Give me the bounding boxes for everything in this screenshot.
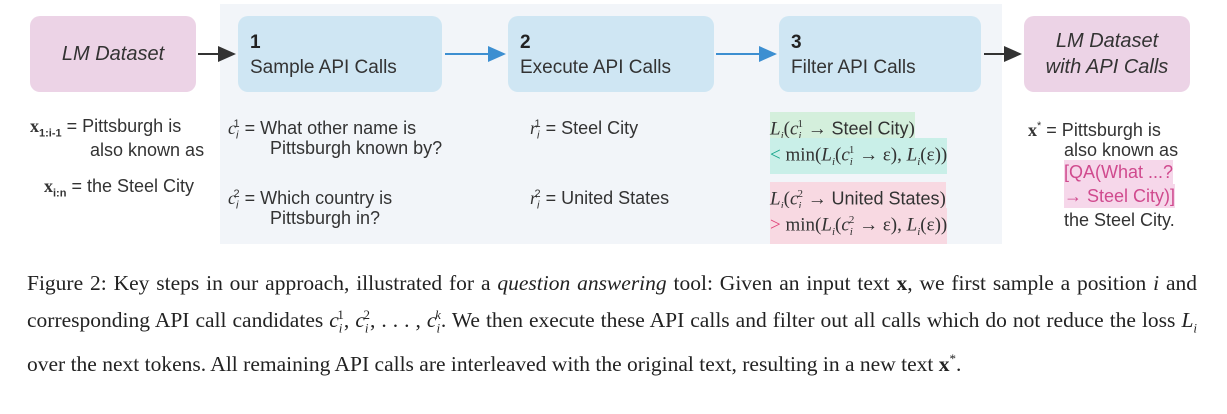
less-than-sign: < (770, 144, 781, 166)
greater-than-sign: > (770, 214, 781, 236)
step-1-label: Sample API Calls (250, 57, 397, 78)
lm-dataset-with-api-calls-box: LM Dataset with API Calls (1024, 16, 1190, 92)
api-call-1: ci1 = What other name is (228, 118, 417, 142)
api-call-2: ci2 = Which country is (228, 188, 393, 212)
step-2-number: 2 (520, 32, 531, 53)
step-2-label: Execute API Calls (520, 57, 672, 78)
step-1-box: 1 Sample API Calls (238, 16, 442, 92)
api-result-2: ri2 = United States (530, 188, 670, 212)
step-1-number: 1 (250, 32, 261, 53)
output-qa-1: [QA(What ...? (1064, 160, 1174, 184)
filter-compare-2: > min(Li(ci2 → ε), Li(ε)) (770, 208, 948, 245)
api-call-1-cont: Pittsburgh known by? (270, 138, 443, 158)
caption-label: Figure 2: (27, 271, 107, 295)
step-2-box: 2 Execute API Calls (508, 16, 714, 92)
input-suffix: xi:n = the Steel City (44, 176, 195, 200)
api-result-1: ri1 = Steel City (530, 118, 639, 142)
output-dataset-line2: with API Calls (1045, 56, 1169, 78)
step-3-label: Filter API Calls (791, 57, 916, 78)
flow-arrows (198, 46, 1022, 62)
output-text-1: x* = Pittsburgh is (1028, 120, 1161, 140)
output-text-2: also known as (1064, 140, 1179, 160)
lm-dataset-box: LM Dataset (30, 16, 196, 92)
api-call-2-cont: Pittsburgh in? (270, 208, 381, 228)
figure-caption: Figure 2: Key steps in our approach, ill… (27, 271, 1198, 377)
input-prefix-cont: also known as (90, 140, 205, 160)
lm-dataset-label: LM Dataset (61, 43, 165, 65)
input-prefix: x1:i-1 = Pittsburgh is (30, 116, 182, 140)
output-text-3: the Steel City. (1064, 210, 1175, 230)
output-qa-2: → Steel City)] (1064, 184, 1176, 208)
step-3-box: 3 Filter API Calls (779, 16, 981, 92)
output-dataset-line1: LM Dataset (1055, 30, 1159, 52)
filter-compare-1: < min(Li(ci1 → ε), Li(ε)) (770, 138, 948, 175)
step-3-number: 3 (791, 32, 802, 53)
